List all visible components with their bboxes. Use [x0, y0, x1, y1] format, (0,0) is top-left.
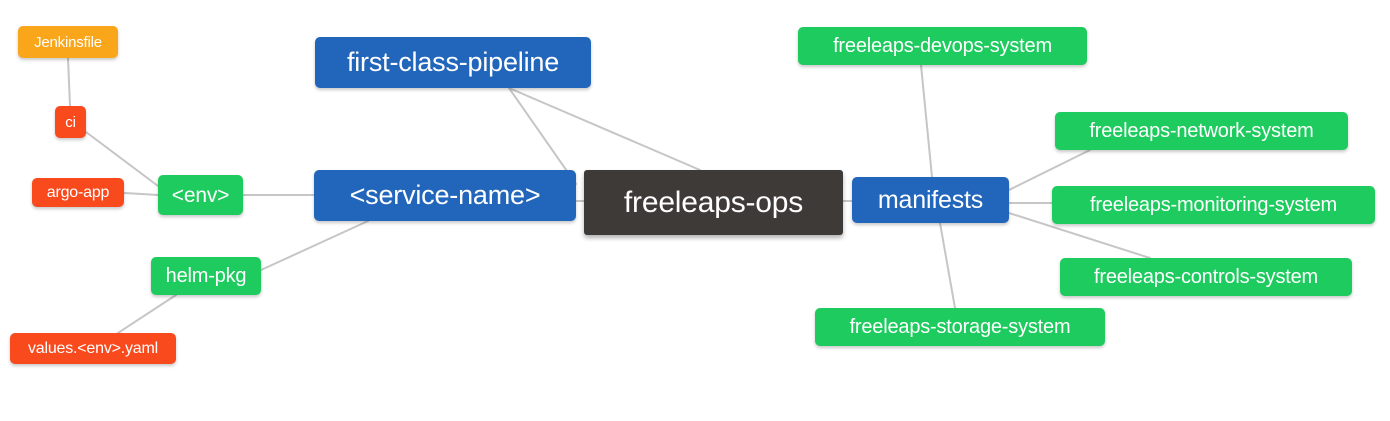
node-values-env-yaml[interactable]: values.<env>.yaml [10, 333, 176, 364]
node-first-class-pipeline[interactable]: first-class-pipeline [315, 37, 591, 88]
node-helm-pkg[interactable]: helm-pkg [151, 257, 261, 295]
node-freeleaps-storage-system[interactable]: freeleaps-storage-system [815, 308, 1105, 346]
edge-argo-app-to-env [123, 192, 159, 196]
edge-helm-pkg-to-values-env-yaml [117, 294, 177, 334]
node-freeleaps-controls-system[interactable]: freeleaps-controls-system [1060, 258, 1352, 296]
edge-service-name-to-helm-pkg [260, 220, 369, 271]
node-argo-app[interactable]: argo-app [32, 178, 124, 207]
node-jenkinsfile[interactable]: Jenkinsfile [18, 26, 118, 58]
node-freeleaps-devops-system[interactable]: freeleaps-devops-system [798, 27, 1087, 65]
node-manifests[interactable]: manifests [852, 177, 1009, 223]
edge-manifests-to-freeleaps-network-system [1008, 149, 1091, 191]
node-service-name[interactable]: <service-name> [314, 170, 576, 221]
edge-first-class-pipeline-to-freeleaps-ops [508, 87, 701, 171]
node-env[interactable]: <env> [158, 175, 243, 215]
node-freeleaps-ops[interactable]: freeleaps-ops [584, 170, 843, 235]
node-freeleaps-monitoring-system[interactable]: freeleaps-monitoring-system [1052, 186, 1375, 224]
edge-jenkinsfile-to-ci [67, 57, 71, 107]
node-freeleaps-network-system[interactable]: freeleaps-network-system [1055, 112, 1348, 150]
edge-manifests-to-freeleaps-storage-system [939, 222, 956, 309]
node-ci[interactable]: ci [55, 106, 86, 138]
edge-manifests-to-freeleaps-devops-system [920, 64, 933, 178]
